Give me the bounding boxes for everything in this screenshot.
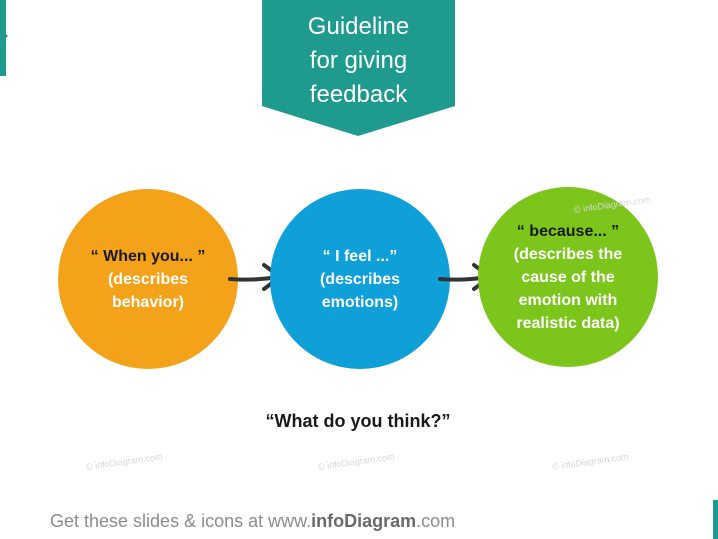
closing-question: “What do you think?” bbox=[265, 411, 451, 431]
step-desc-line: emotion with bbox=[518, 291, 618, 309]
step-desc-line: (describes the bbox=[513, 245, 623, 263]
step-desc-line: behavior) bbox=[111, 293, 184, 311]
title-banner: Guideline for giving feedback bbox=[262, 0, 455, 136]
footer-prefix: Get these slides & icons at www. bbox=[50, 511, 312, 531]
left-edge-marker-tip bbox=[0, 28, 8, 44]
step-text-because: “ because... ” (describes the cause of t… bbox=[514, 220, 622, 335]
step-desc-line: (describes bbox=[319, 270, 401, 288]
step-circle-i-feel: “ I feel ...” (describes emotions) bbox=[270, 189, 450, 369]
watermark: © infoDiagram.com bbox=[85, 451, 164, 472]
step-desc-line: (describes bbox=[107, 270, 189, 288]
footer-brand: infoDiagram bbox=[311, 511, 417, 531]
banner-shape bbox=[262, 0, 455, 136]
step-circle-when-you: “ When you... ” (describes behavior) bbox=[58, 189, 238, 369]
step-quote-i-feel: “ I feel ...” bbox=[322, 247, 398, 265]
watermark: © infoDiagram.com bbox=[317, 451, 396, 472]
step-desc-line: cause of the bbox=[521, 268, 615, 286]
step-quote-because: “ because... ” bbox=[516, 222, 620, 240]
step-desc-line: realistic data) bbox=[516, 314, 620, 332]
footer-suffix: .com bbox=[416, 511, 456, 531]
banner-title-line-2: for giving bbox=[309, 47, 408, 74]
banner-title-line-1: Guideline bbox=[307, 13, 410, 40]
banner-title-line-3: feedback bbox=[309, 81, 408, 108]
step-text-when-you: “ When you... ” (describes behavior) bbox=[91, 245, 206, 314]
step-circle-because: “ because... ” (describes the cause of t… bbox=[478, 187, 658, 367]
right-edge-marker bbox=[713, 500, 718, 539]
step-quote-when-you: “ When you... ” bbox=[90, 247, 206, 265]
banner-title: Guideline for giving feedback bbox=[262, 10, 455, 112]
watermark: © infoDiagram.com bbox=[551, 451, 630, 472]
step-desc-line: emotions) bbox=[321, 293, 399, 311]
step-text-i-feel: “ I feel ...” (describes emotions) bbox=[320, 245, 400, 314]
footer-link[interactable]: Get these slides & icons at www.infoDiag… bbox=[50, 511, 455, 532]
